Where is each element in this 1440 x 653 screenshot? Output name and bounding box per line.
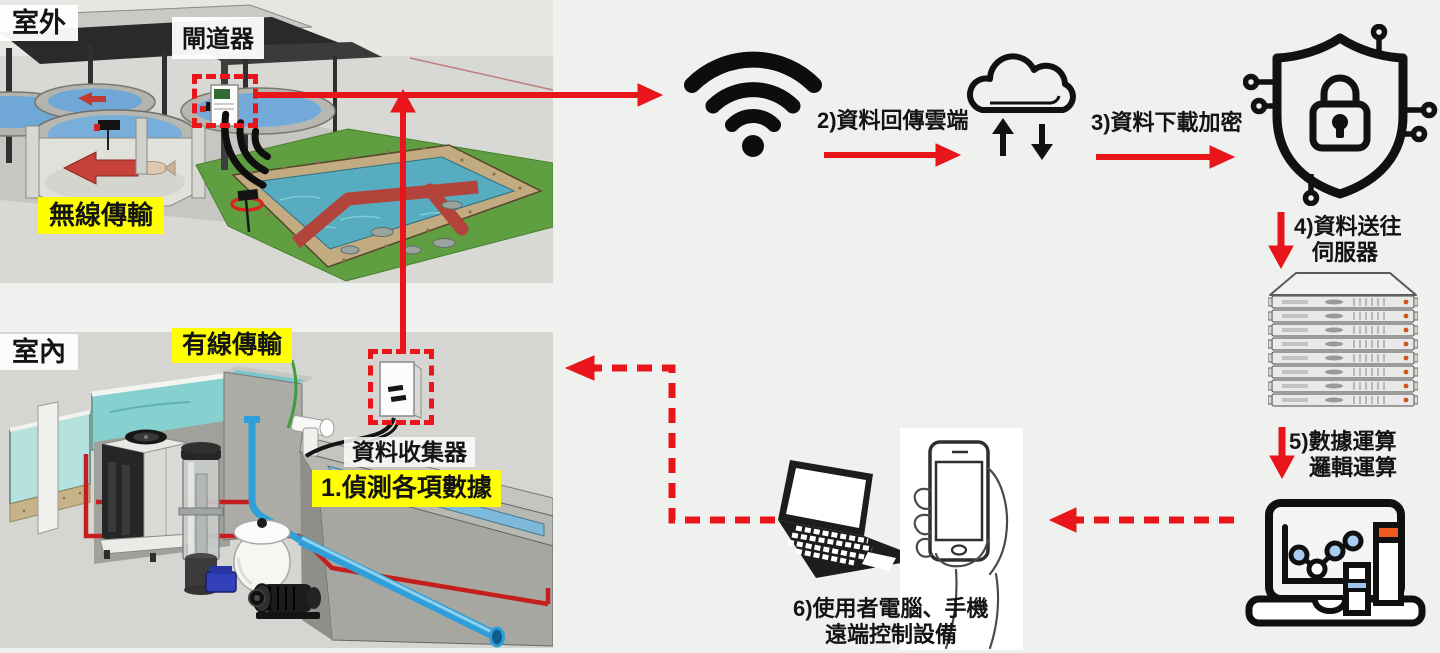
wireless-transmission-label: 無線傳輸: [38, 197, 165, 234]
step6-line1: 6)使用者電腦、手機: [793, 596, 989, 621]
server-rack-icon: [1268, 271, 1418, 411]
step6-line2: 遠端控制設備: [825, 622, 958, 647]
cloud-upload-download-icon: [960, 42, 1085, 164]
step5-line1: 5)數據運算: [1289, 429, 1397, 454]
analytics-laptop-icon: [1243, 499, 1428, 629]
step1-detect-data-label: 1.偵測各項數據: [312, 470, 501, 507]
collector-highlight-box: [368, 349, 434, 425]
indoor-scene-drawing: [0, 332, 553, 648]
outdoor-scene-illustration: [0, 0, 553, 283]
step6-text: 6)使用者電腦、手機 遠端控制設備: [793, 596, 989, 648]
step4-line2: 伺服器: [1312, 240, 1379, 265]
step5-line2: 邏輯運算: [1309, 455, 1398, 480]
data-collector-label: 資料收集器: [344, 437, 475, 467]
user-laptop-icon: [776, 460, 926, 580]
step4-line1: 4)資料送往: [1294, 214, 1402, 239]
step3-text: 3)資料下載加密: [1091, 110, 1243, 135]
security-shield-lock-icon: [1243, 24, 1438, 206]
gateway-label: 閘道器: [172, 17, 264, 59]
phone-in-hand-icon: [900, 428, 1023, 650]
indoor-title: 室內: [0, 334, 78, 370]
outdoor-scene-drawing: [0, 0, 553, 283]
step2-text: 2)資料回傳雲端: [817, 108, 969, 133]
wifi-icon: [673, 38, 833, 162]
step4-text: 4)資料送往 伺服器: [1294, 214, 1402, 266]
step5-text: 5)數據運算 邏輯運算: [1289, 429, 1397, 481]
indoor-scene-illustration: [0, 332, 553, 648]
wired-transmission-label: 有線傳輸: [172, 328, 293, 363]
gateway-highlight-box: [192, 74, 258, 128]
outdoor-title: 室外: [0, 5, 78, 41]
